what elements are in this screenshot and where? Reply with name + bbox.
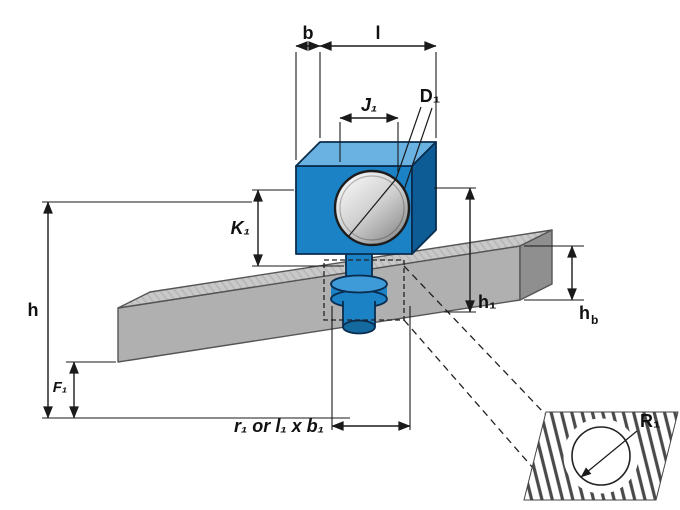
label-hb-subscript: b — [591, 313, 598, 327]
label-J1: J₁ — [361, 95, 377, 115]
label-h: h — [28, 300, 39, 320]
label-b: b — [303, 23, 314, 43]
label-hb: h — [579, 303, 590, 323]
roller-diameter-line — [347, 178, 397, 238]
dimension-annotations: b l J₁ D₁ K₁ — [28, 23, 599, 436]
label-r1-expression: r₁ or l₁ x b₁ — [234, 416, 324, 436]
rail-end-face — [519, 229, 553, 301]
dimension-K1: K₁ — [231, 189, 344, 267]
projection-line-upper — [403, 265, 546, 415]
label-l: l — [375, 23, 380, 43]
dimension-r1: r₁ or l₁ x b₁ — [234, 306, 411, 436]
dimension-D1: D₁ — [395, 86, 440, 191]
detail-marquee — [323, 259, 405, 321]
stud-bottom-cap — [342, 319, 376, 335]
dimension-b-l: b l — [295, 23, 437, 160]
bore-circle — [571, 426, 631, 486]
radius-leader-line — [580, 430, 638, 478]
support-rail — [117, 229, 553, 363]
dimension-h1: h₁ — [434, 187, 496, 313]
label-h1: h₁ — [478, 292, 496, 312]
dimension-F1: F₁ — [53, 361, 116, 419]
label-R1: R₁ — [640, 411, 660, 431]
dimension-hb: h b — [524, 245, 598, 327]
flange-top-face — [330, 274, 388, 294]
housing-block — [295, 141, 437, 255]
dimension-h: h — [28, 201, 350, 419]
label-F1: F₁ — [53, 379, 67, 396]
section-detail-view: R₁ — [523, 411, 679, 501]
projection-line-lower — [403, 319, 534, 469]
dimension-J1: J₁ — [339, 95, 399, 172]
label-K1: K₁ — [231, 218, 250, 238]
label-D1: D₁ — [420, 86, 440, 106]
bore-clearance-ring — [563, 418, 639, 494]
block-side-face — [411, 141, 437, 255]
roller-inner-edge — [339, 175, 405, 241]
stud-assembly — [330, 249, 388, 335]
detail-callout — [323, 259, 546, 469]
